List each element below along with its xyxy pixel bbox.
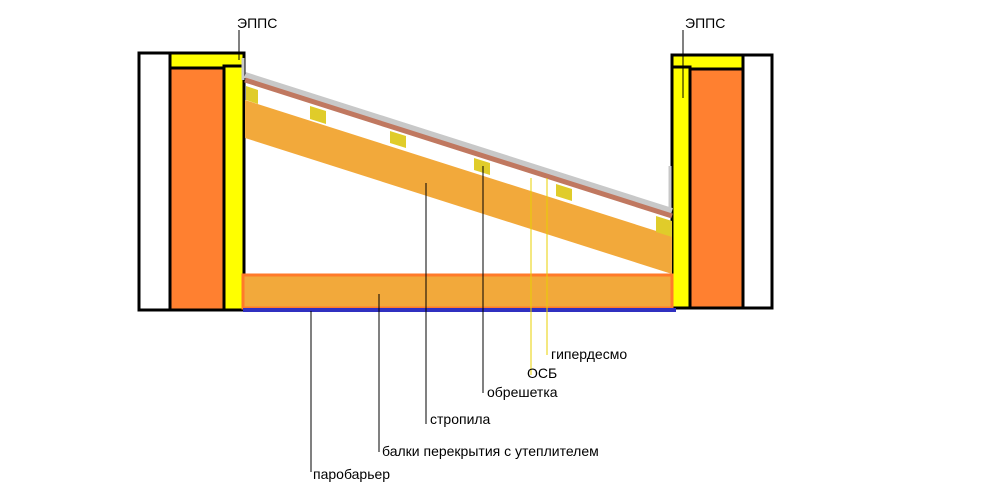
batten [656, 216, 672, 237]
label-balki: балки перекрытия с утеплителем [382, 443, 599, 459]
batten [246, 86, 258, 104]
label-stropila: стропила [430, 411, 491, 427]
left-brick-wall [168, 51, 227, 312]
label-parobarier: паробарьер [313, 466, 390, 482]
left-epps-insulation [222, 64, 246, 312]
label-epps-right: ЭППС [685, 15, 725, 31]
osb-sheathing [244, 77, 673, 219]
right-outer-wall [738, 53, 774, 310]
batten [310, 106, 326, 124]
label-obreshetka: обрешетка [487, 384, 558, 400]
batten [474, 158, 490, 175]
label-hyperdesmo: гипердесмо [551, 346, 627, 362]
batten [390, 131, 406, 148]
leader-lines [238, 30, 684, 472]
label-osb: ОСБ [527, 365, 557, 381]
battens [246, 86, 672, 237]
right-epps-insulation [670, 65, 692, 310]
left-outer-wall [137, 51, 175, 312]
label-epps-left: ЭППС [237, 15, 277, 31]
batten [556, 184, 572, 201]
ceiling-beams [241, 273, 674, 310]
rafter [245, 100, 672, 274]
right-brick-wall [686, 53, 745, 310]
hyperdesmo-membrane [244, 72, 673, 214]
